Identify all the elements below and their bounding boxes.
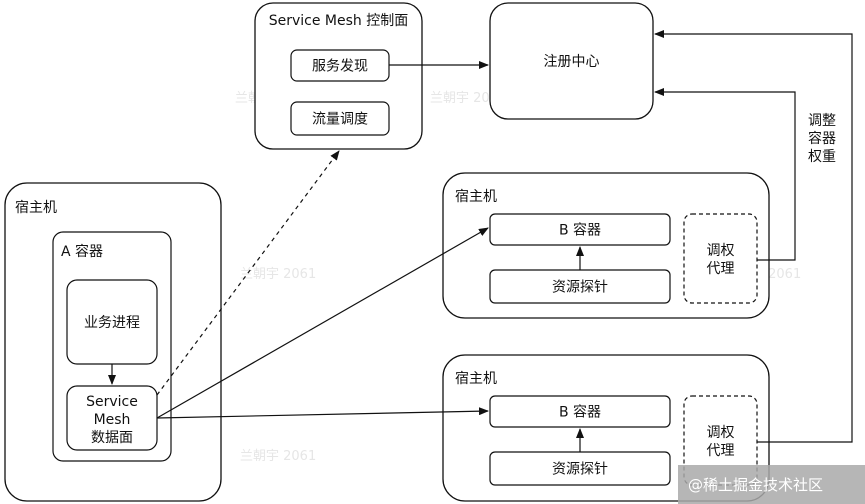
weight-agent-b1-box bbox=[683, 213, 758, 304]
registry-box: 注册中心 bbox=[489, 2, 654, 120]
weight-agent-b2-line-1: 调权 bbox=[707, 425, 735, 441]
adjust-weight-line-3: 权重 bbox=[808, 149, 836, 165]
data-plane-line-3: 数据面 bbox=[91, 430, 133, 446]
traffic-scheduling-label: 流量调度 bbox=[312, 112, 368, 128]
connectors bbox=[108, 30, 853, 452]
watermark-text: 兰朝宇 2061 bbox=[240, 267, 316, 282]
weight-agent-b1-line-1: 调权 bbox=[707, 243, 735, 259]
brand-text: @稀土掘金技术社区 bbox=[688, 476, 823, 494]
brand-watermark: @稀土掘金技术社区 bbox=[678, 465, 865, 504]
host-b1-title: 宿主机 bbox=[455, 188, 497, 205]
data-plane-line-2: Mesh bbox=[94, 412, 131, 428]
control-plane-title: Service Mesh 控制面 bbox=[269, 13, 409, 29]
dataplane-to-b1-arrow bbox=[156, 227, 489, 419]
container-b1-box bbox=[489, 213, 671, 246]
host-b2-box: 宿主机 B 容器 资源探针 调权 代理 bbox=[442, 354, 770, 502]
container-a-title: A 容器 bbox=[61, 243, 103, 260]
host-a-title: 宿主机 bbox=[15, 199, 57, 216]
host-b1-box: 宿主机 B 容器 资源探针 调权 代理 bbox=[442, 172, 770, 319]
adjust-weight-line-1: 调整 bbox=[808, 113, 836, 129]
container-b2-box bbox=[489, 395, 671, 428]
watermark-text: 兰朝宇 2061 bbox=[240, 449, 316, 464]
dataplane-to-control-dashed-arrow bbox=[156, 150, 340, 396]
dataplane-to-b2-arrow bbox=[156, 407, 489, 419]
watermark-text: 兰朝宇 2061 bbox=[430, 91, 506, 106]
service-discovery-label: 服务发现 bbox=[312, 59, 368, 75]
weight-agent-b2-line-2: 代理 bbox=[707, 443, 735, 459]
traffic-scheduling-box bbox=[290, 101, 390, 136]
agent-b2-to-registry-arrow bbox=[654, 30, 853, 443]
control-plane-box: Service Mesh 控制面 服务发现 流量调度 bbox=[254, 2, 423, 150]
probe-b2-label: 资源探针 bbox=[552, 462, 608, 478]
container-b1-label: B 容器 bbox=[559, 222, 601, 239]
data-plane-line-1: Service bbox=[86, 394, 138, 410]
host-b2-title: 宿主机 bbox=[455, 370, 497, 387]
agent-b1-to-registry-arrow bbox=[654, 88, 796, 261]
registry-label: 注册中心 bbox=[544, 54, 600, 70]
business-process-label: 业务进程 bbox=[84, 315, 140, 331]
container-b2-label: B 容器 bbox=[559, 404, 601, 421]
adjust-weight-label: 调整 容器 权重 bbox=[808, 113, 836, 165]
host-a-box: 宿主机 A 容器 业务进程 Service Mesh 数据面 bbox=[4, 182, 222, 502]
adjust-weight-line-2: 容器 bbox=[808, 130, 836, 147]
weight-agent-b1-line-2: 代理 bbox=[707, 261, 735, 277]
probe-b1-label: 资源探针 bbox=[552, 280, 608, 296]
